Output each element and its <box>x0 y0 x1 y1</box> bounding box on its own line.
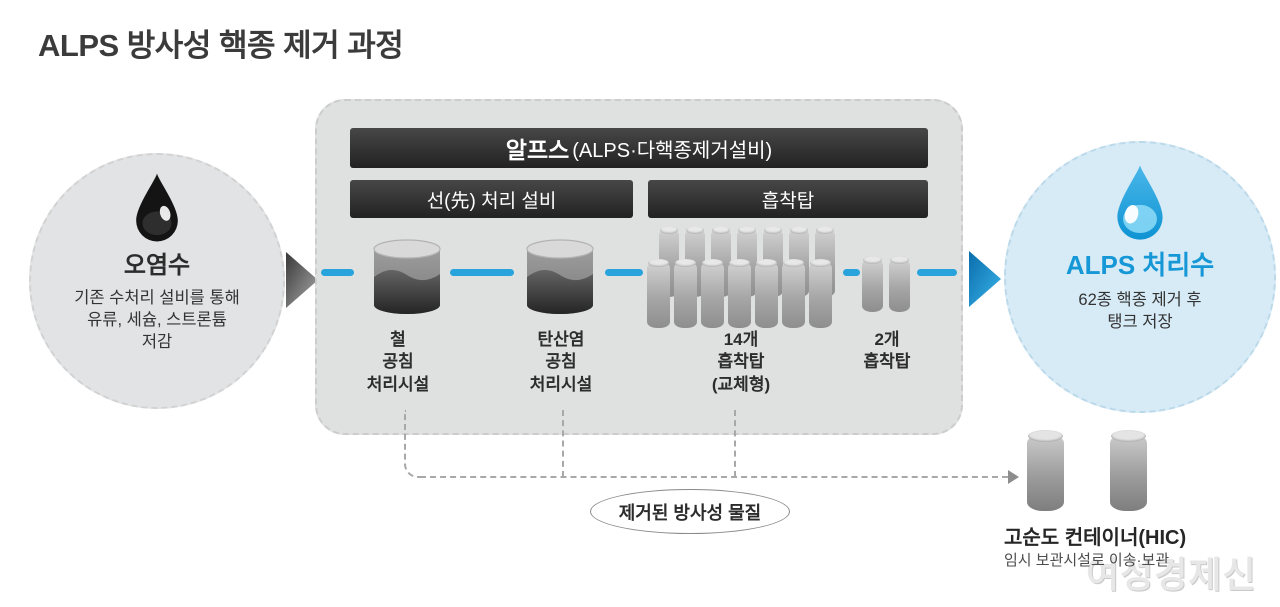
adsorption-tower-icon <box>728 259 751 328</box>
flow-arrow-blue-icon <box>969 251 1001 307</box>
adsorption-tower-icon <box>889 256 910 312</box>
flow-arrow-dark-icon <box>286 252 318 308</box>
flow-dash <box>605 269 643 276</box>
source-circle-description: 기존 수처리 설비를 통해 유류, 세슘, 스트론튬 저감 <box>74 289 240 352</box>
adsorption-tower-icon <box>755 259 778 328</box>
flow-dash <box>843 269 860 276</box>
alps-panel: 알프스 (ALPS·다핵종제거설비) 선(先) 처리 설비 흡착탑 <box>315 99 963 435</box>
dashed-connector-vertical <box>562 410 564 477</box>
alps-header-title: 알프스 <box>505 137 570 163</box>
alps-header-bar: 알프스 (ALPS·다핵종제거설비) <box>350 128 928 168</box>
adsorption-tower-icon <box>782 259 805 328</box>
dashed-connector-arrowhead-icon <box>1008 470 1019 484</box>
contaminated-water-circle: 오염수 기존 수처리 설비를 통해 유류, 세슘, 스트론튬 저감 <box>29 153 285 409</box>
adsorption-tower-icon <box>674 259 697 328</box>
hic-container-icon <box>1027 430 1064 511</box>
flow-dash <box>321 269 354 276</box>
hic-subtitle: 임시 보관시설로 이송·보관 <box>1004 552 1170 569</box>
dashed-connector-vertical <box>734 410 736 477</box>
adsorption-tower-icon <box>862 256 883 312</box>
treated-water-drop-icon <box>1117 165 1163 240</box>
adsorption-section-bar: 흡착탑 <box>648 180 928 218</box>
removed-material-oval: 제거된 방사성 물질 <box>590 489 790 534</box>
unit-label-towers2: 2개 흡착탑 <box>863 330 911 372</box>
result-circle-label: ALPS 처리수 <box>1065 250 1215 280</box>
adsorption-tower-icon <box>701 259 724 328</box>
unit-label-towers14: 14개 흡착탑 (교체형) <box>711 330 771 394</box>
flow-dash <box>450 269 514 276</box>
dashed-connector-horizontal <box>420 476 1008 478</box>
unit-label-iron: 철 공침 처리시설 <box>366 330 430 394</box>
hic-container-icon <box>1110 430 1147 511</box>
pretreatment-section-bar: 선(先) 처리 설비 <box>350 180 633 218</box>
dashed-connector-curve <box>404 410 420 478</box>
source-circle-label: 오염수 <box>123 252 191 279</box>
adsorption-tower-icon <box>809 259 832 328</box>
contaminated-water-drop-icon <box>136 173 178 242</box>
adsorption-towers-14-icon <box>647 226 847 333</box>
unit-label-carbonate: 탄산염 공침 처리시설 <box>529 330 593 394</box>
flow-dash <box>917 269 957 276</box>
result-circle-description: 62종 핵종 제거 후 탱크 저장 <box>1078 291 1202 332</box>
page-title: ALPS 방사성 핵종 제거 과정 <box>38 28 404 63</box>
iron-coprecipitation-tank-icon <box>373 239 441 314</box>
treated-water-circle: ALPS 처리수 62종 핵종 제거 후 탱크 저장 <box>1004 141 1276 413</box>
carbonate-coprecipitation-tank-icon <box>526 239 594 314</box>
adsorption-tower-icon <box>647 259 670 328</box>
hic-title: 고순도 컨테이너(HIC) <box>1004 527 1187 549</box>
alps-header-subtitle: (ALPS·다핵종제거설비) <box>572 139 773 162</box>
